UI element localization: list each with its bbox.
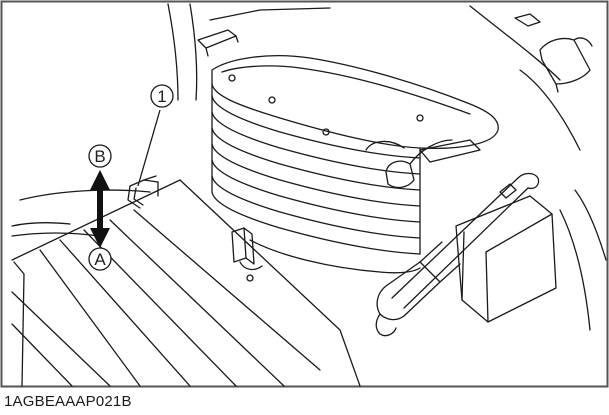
callout-leader-line	[137, 109, 161, 187]
callout-position-b-label: B	[94, 147, 105, 166]
mounting-bracket	[231, 227, 263, 282]
cab-background	[11, 3, 607, 331]
side-console	[455, 195, 557, 323]
suspension-bellows	[211, 83, 421, 274]
callout-position-a-label: A	[94, 250, 106, 269]
callout-part-1: 1	[150, 84, 174, 108]
floor-platform	[11, 179, 361, 387]
up-down-arrow	[90, 170, 110, 248]
callout-position-a: A	[88, 247, 112, 271]
height-adjust-lever	[127, 175, 159, 209]
parking-brake-lever	[375, 172, 540, 337]
seat-cushion	[211, 54, 499, 150]
illustration-border	[0, 0, 609, 388]
seat-slide-lever	[365, 139, 481, 189]
figure-code: 1AGBEAAAP021B	[4, 393, 132, 410]
callout-part-1-label: 1	[157, 87, 166, 106]
right-armrest	[514, 13, 593, 93]
left-armrest	[197, 29, 239, 57]
callout-position-b: B	[88, 144, 112, 168]
